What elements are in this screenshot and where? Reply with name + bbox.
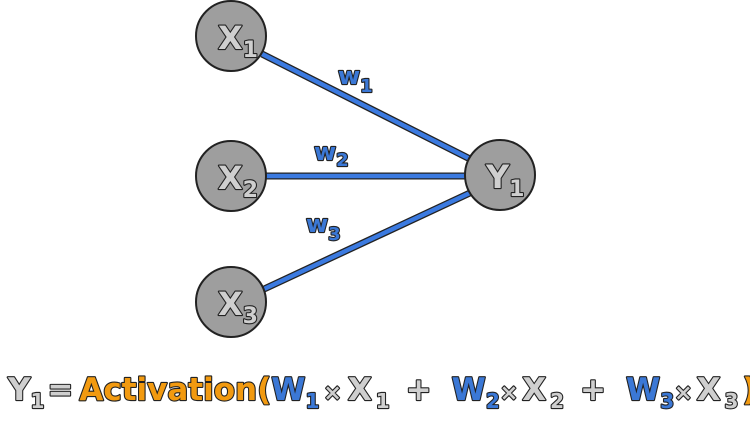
input-node-x3: X3 [195,266,267,338]
weight-label-w2: w2 [314,138,349,171]
input-node-x2: X2 [195,140,267,212]
input-node-x1: X1 [195,0,267,72]
svg-text:X2: X2 [218,159,258,203]
svg-text:X1: X1 [218,19,258,63]
edge-x1-y1 [260,50,474,164]
weight-label-w3: w3 [306,210,341,245]
edges [260,50,474,294]
svg-text:Y1: Y1 [485,158,524,202]
svg-text:X3: X3 [218,285,258,329]
edge-x3-y1 [260,188,474,294]
activation-equation: Y1=Activation(W1×X1+W2×X2+W3×X3) [7,372,750,413]
output-node-y1: Y1 [464,139,536,211]
weight-label-w1: w1 [338,62,373,97]
